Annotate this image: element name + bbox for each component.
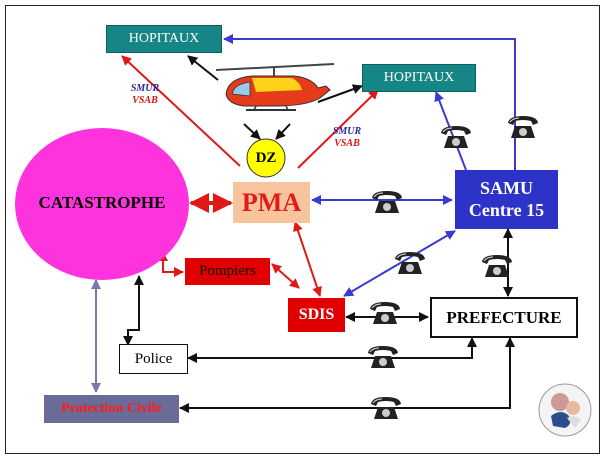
arrow-helico-hopitaux-left [187,55,219,81]
arrow-pma-hopitaux-right [297,89,379,169]
vsab-left: VSAB [132,95,158,106]
arrow-samu-sdis [343,230,456,297]
catastrophe-shape [15,128,189,280]
prefecture-box: PREFECTURE [430,297,578,338]
pma-box: PMA [233,182,310,223]
smur-vsab-right-label: SMUR VSAB [322,126,372,150]
samu-title: SAMU [480,177,533,198]
smur-vsab-left-label: SMUR VSAB [120,83,170,107]
vsab-right: VSAB [334,138,360,149]
arrow-catastrophe-pompiers [158,251,184,277]
arrow-prefecture-protection-civile [179,337,515,413]
arrow-pompiers-sdis [271,263,300,289]
samu-subtitle: Centre 15 [468,199,545,220]
arrow-pma-sdis [293,221,322,297]
arrow-pma-hopitaux-left [121,55,241,167]
hopitaux-right-box: HOPITAUX [362,64,476,92]
telephone-icon [368,346,398,368]
arrow-helico-dz-2 [275,123,291,140]
hopitaux-left-box: HOPITAUX [106,25,222,53]
arrow-catastrophe-police [123,275,144,346]
telephone-icon [441,126,471,148]
smur-right: SMUR [332,126,362,137]
telephone-icon [395,252,425,274]
telephone-icon [372,191,402,213]
catastrophe-label: CATASTROPHE [38,193,166,212]
sdis-box: SDIS [288,298,345,332]
police-box: Police [119,344,188,374]
protection-civile-box: Protection Civile [44,395,179,423]
telephone-icon [370,302,400,324]
pompiers-box: Pompiers [185,258,270,285]
smur-left: SMUR [130,83,160,94]
samu-centre-15-box: SAMU Centre 15 [455,170,558,229]
telephone-icon [371,397,401,419]
telephone-icon [508,116,538,138]
arrow-prefecture-police [187,337,477,363]
helicopter-icon [215,63,335,111]
arrow-samu-hopitaux-right [434,91,467,171]
dz-shape [246,138,286,178]
arrow-helico-hopitaux-right [317,84,363,103]
dz-label: DZ [255,149,277,166]
arrow-helico-dz-1 [243,123,261,140]
telephone-icon [482,255,512,277]
hospital-logo [538,383,592,437]
